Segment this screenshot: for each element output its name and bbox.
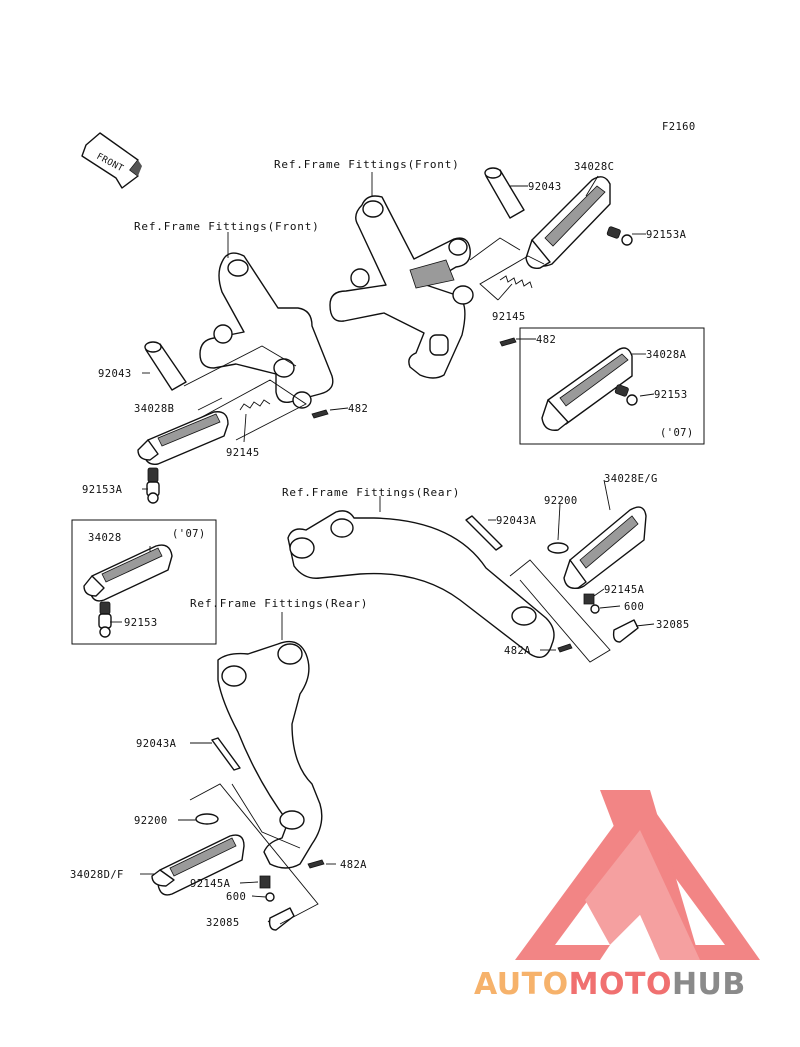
footpeg-34028B: [137, 411, 229, 465]
footpeg-34028: [83, 544, 173, 602]
label-34028-box: 34028: [88, 532, 122, 544]
front-left-bracket: [199, 252, 334, 409]
label-07-box-a: ('07): [660, 427, 694, 439]
watermark-word-auto: AUTO: [474, 967, 569, 1002]
ball-600-rear-left: [265, 892, 275, 902]
bolt-92153A-left: [146, 467, 160, 504]
label-ref-front-left: Ref.Frame Fittings(Front): [134, 220, 320, 233]
label-32085-rear-left: 32085: [206, 917, 240, 929]
ball-600-rear-right: [590, 604, 600, 614]
spring-92145A-rear-left: [259, 875, 271, 889]
label-92043-left: 92043: [98, 368, 132, 380]
label-92043-top: 92043: [528, 181, 562, 193]
label-92145-left: 92145: [226, 447, 260, 459]
footpeg-34028DF: [151, 834, 245, 896]
part-labels: Ref.Frame Fittings(Front) Ref.Frame Fitt…: [70, 158, 694, 929]
label-92043A-rear-right: 92043A: [496, 515, 537, 527]
bolt-92153-box-a: [614, 384, 638, 406]
spring-92145-top: [499, 275, 533, 289]
label-92153-box-b: 92153: [124, 617, 158, 629]
bolt-92153A-top: [606, 226, 633, 246]
label-34028DF: 34028D/F: [70, 869, 124, 881]
label-92153-box-a: 92153: [654, 389, 688, 401]
washer-92200-rear-left: [195, 813, 219, 825]
watermark-word-moto: MOTO: [569, 967, 672, 1002]
footpeg-34028C: [525, 176, 611, 269]
label-34028EG: 34028E/G: [604, 473, 658, 485]
pin-482A-rear-left: [307, 859, 325, 869]
label-600-rear-right: 600: [624, 601, 644, 613]
label-482A-rear-right: 482A: [504, 645, 531, 657]
pin-482A-rear-right: [557, 643, 573, 653]
label-ref-rear-left: Ref.Frame Fittings(Rear): [190, 597, 368, 610]
front-arrow-icon: FRONT: [81, 132, 142, 189]
label-92200-rear-right: 92200: [544, 495, 578, 507]
label-482-left: 482: [348, 403, 368, 415]
pin-92043A-rear-right: [465, 515, 503, 551]
spring-92145-left: [239, 399, 271, 411]
watermark-logo-icon: [515, 790, 760, 960]
bolt-92153-box-b: [98, 601, 112, 638]
label-92145-top: 92145: [492, 311, 526, 323]
leader-lines: [110, 172, 655, 925]
watermark-wordmark: AUTOMOTOHUB: [474, 967, 746, 1002]
label-07-box-b: ('07): [172, 528, 206, 540]
pin-92043-top: [484, 167, 525, 219]
label-34028C: 34028C: [574, 161, 614, 173]
washer-92200-rear-right: [547, 542, 569, 554]
pin-92043-left: [144, 341, 187, 391]
pin-92043A-rear-left: [211, 737, 241, 771]
plate-32085-rear-right: [612, 619, 639, 643]
box-34028: [71, 519, 217, 645]
footpeg-34028A: [541, 347, 633, 431]
pin-482-left: [311, 409, 329, 419]
rear-right-bracket: [287, 510, 555, 658]
rear-left-bracket: [217, 640, 323, 869]
label-482A-rear-left: 482A: [340, 859, 367, 871]
label-92200-rear-left: 92200: [134, 815, 168, 827]
label-34028A: 34028A: [646, 349, 687, 361]
label-92153A-left: 92153A: [82, 484, 123, 496]
label-92153A-top: 92153A: [646, 229, 687, 241]
pin-482-top: [499, 337, 517, 347]
watermark-word-hub: HUB: [672, 967, 746, 1002]
label-482-top: 482: [536, 334, 556, 346]
label-32085-rear-right: 32085: [656, 619, 690, 631]
svg-text:AUTOMOTOHUB: AUTOMOTOHUB: [474, 967, 746, 1002]
label-92043A-rear-left: 92043A: [136, 738, 177, 750]
label-600-rear-left: 600: [226, 891, 246, 903]
label-92145A-rear-left: 92145A: [190, 878, 231, 890]
footpeg-34028EG: [563, 506, 647, 589]
front-right-bracket: [329, 195, 474, 379]
diagram-code: F2160: [662, 121, 696, 133]
label-34028B: 34028B: [134, 403, 174, 415]
label-ref-rear-right: Ref.Frame Fittings(Rear): [282, 486, 460, 499]
spring-92145A-rear-right: [583, 593, 595, 605]
label-92145A-rear-right: 92145A: [604, 584, 645, 596]
label-ref-front-right: Ref.Frame Fittings(Front): [274, 158, 460, 171]
box-34028A: [519, 327, 705, 445]
